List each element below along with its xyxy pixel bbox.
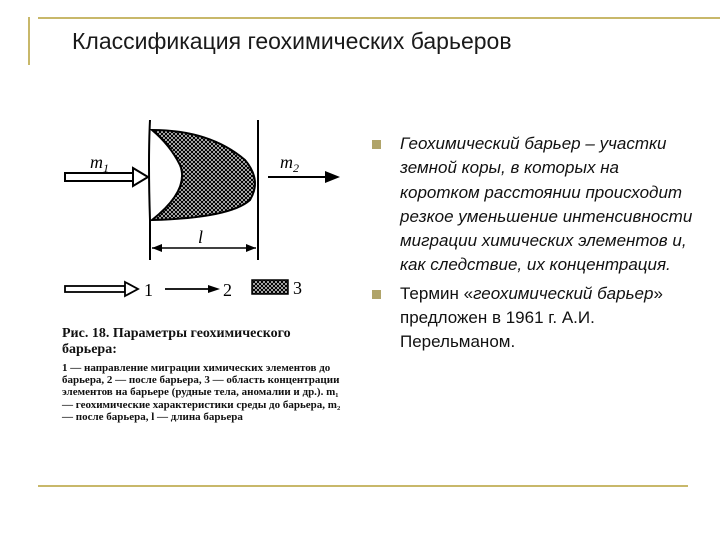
caption-body: 1 — направление миграции химических элем… — [62, 362, 341, 423]
arrow-m2 — [268, 171, 340, 183]
barrier-diagram: m1 m2 l 1 2 3 — [64, 119, 340, 300]
legend-label-1: 1 — [144, 280, 153, 300]
bullet-italic-term: геохимический барьер — [473, 283, 654, 303]
figure-caption: Рис. 18. Параметры геохимического барьер… — [62, 326, 342, 423]
label-m1: m1 — [90, 152, 109, 175]
barrier-figure: m1 m2 l 1 2 3 — [40, 100, 370, 470]
concentration-area — [149, 128, 256, 222]
bullet-item: Термин «геохимический барьер» предложен … — [372, 282, 702, 355]
frame-top-line — [38, 17, 720, 19]
bullet-text: Геохимический барьер – участки земной ко… — [400, 132, 702, 278]
frame-left-line — [28, 17, 30, 65]
length-dimension — [152, 244, 256, 252]
bullet-lead: Геохимический барьер – — [400, 134, 595, 153]
legend-arrow-1 — [64, 280, 140, 298]
bullet-prefix: Термин « — [400, 283, 474, 303]
label-m2: m2 — [280, 152, 299, 175]
bullet-square-icon — [372, 140, 381, 149]
legend-hatch-box — [251, 279, 289, 295]
bullet-text: Термин «геохимический барьер» предложен … — [400, 282, 702, 355]
bullet-item: Геохимический барьер – участки земной ко… — [372, 132, 702, 278]
arrow-m1 — [64, 166, 150, 188]
frame-bottom-line — [38, 485, 688, 487]
bullet-definition: участки земной коры, в которых на коротк… — [400, 134, 693, 275]
barrier-left-edge — [148, 119, 151, 260]
caption-heading: Рис. 18. Параметры геохимического барьер… — [62, 326, 291, 357]
bullet-square-icon — [372, 289, 381, 299]
legend-arrow-2 — [165, 285, 220, 293]
label-l: l — [198, 227, 203, 247]
slide-title: Классификация геохимических барьеров — [72, 28, 512, 54]
bullet-suffix: » предложен в 1961 г. А.И. Перельманом. — [400, 283, 663, 352]
bullet-list: Геохимический барьер – участки земной ко… — [372, 132, 702, 355]
legend-label-2: 2 — [223, 280, 232, 300]
legend-label-3: 3 — [293, 278, 302, 298]
